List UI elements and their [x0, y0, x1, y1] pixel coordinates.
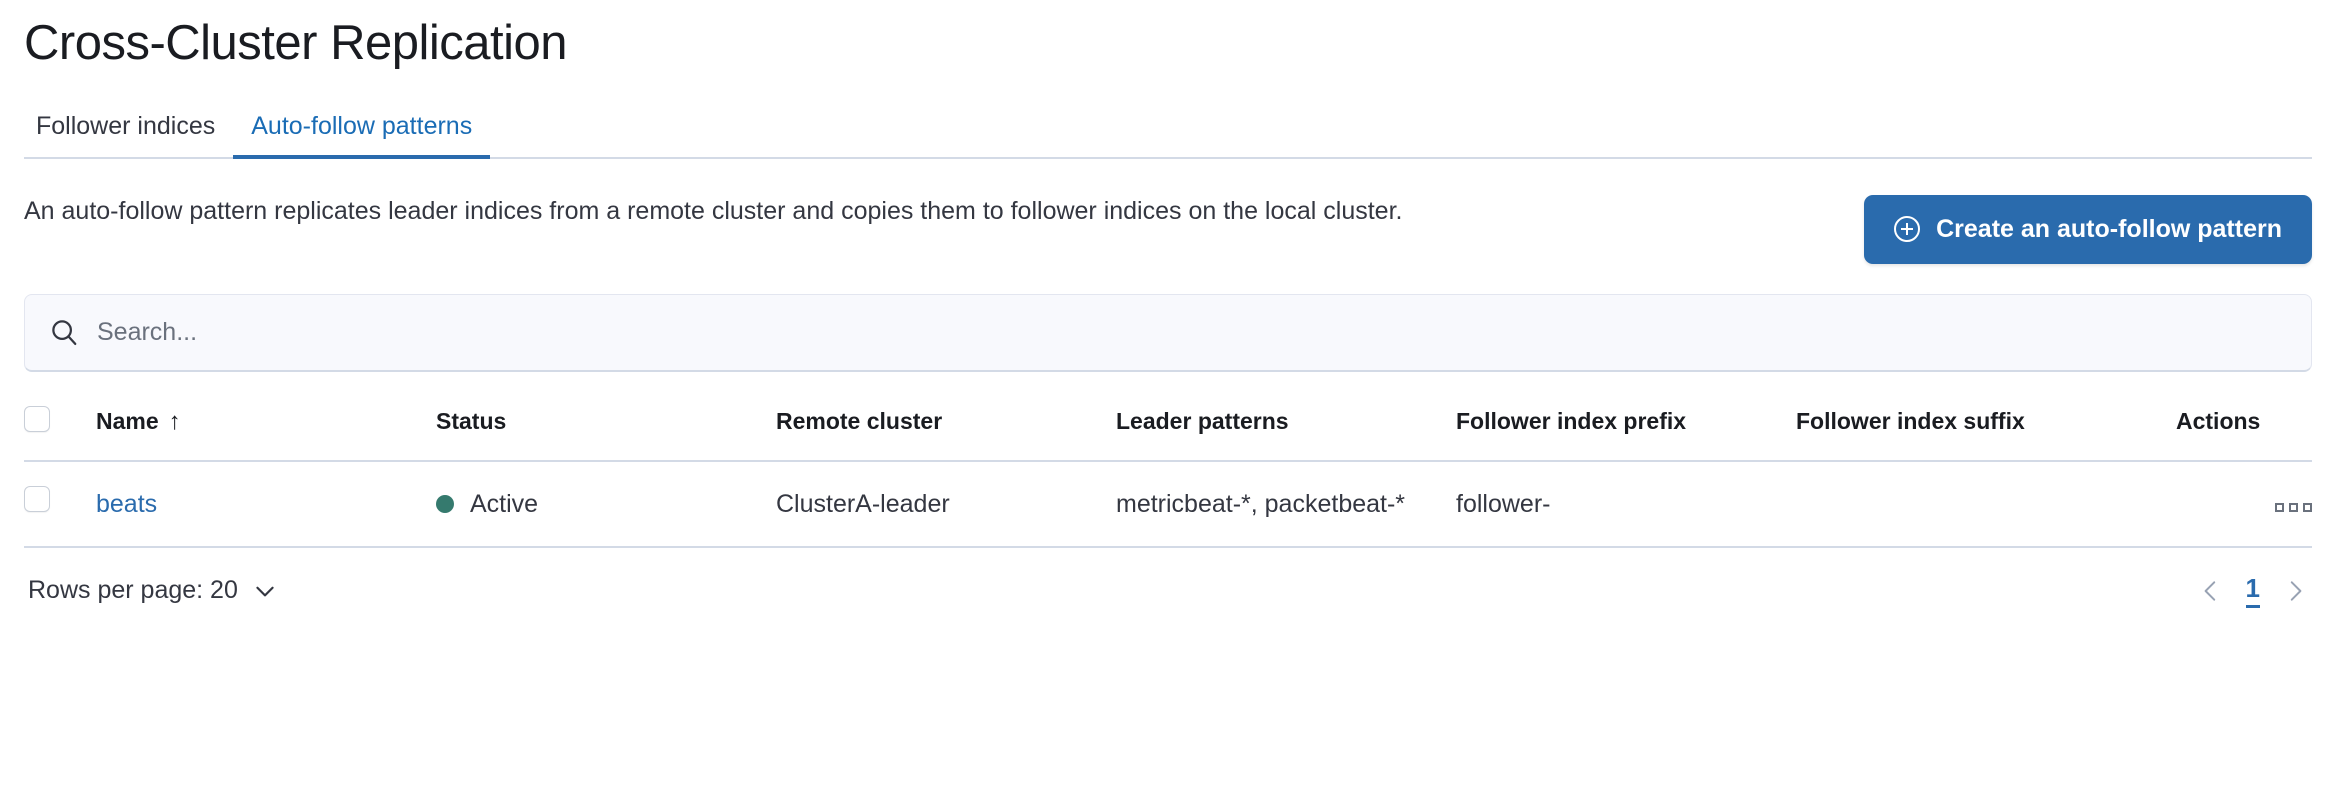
- header-actions: Actions: [2176, 393, 2312, 462]
- row-select-cell: [24, 460, 96, 549]
- tab-auto-follow-patterns[interactable]: Auto-follow patterns: [233, 112, 491, 159]
- page-title: Cross-Cluster Replication: [24, 16, 568, 70]
- row-actions-menu-icon[interactable]: [2275, 502, 2312, 512]
- page-number-1[interactable]: 1: [2245, 574, 2260, 608]
- header-select-all: [24, 393, 96, 462]
- pattern-name-link[interactable]: beats: [96, 489, 158, 518]
- cell-follower-index-suffix: [1796, 460, 2176, 549]
- create-auto-follow-pattern-button[interactable]: Create an auto-follow pattern: [1864, 194, 2312, 264]
- search-input[interactable]: [97, 294, 2287, 370]
- table-header-row: Name ↑ Status Remote cluster Leader patte…: [24, 393, 2312, 462]
- dot-3: [2303, 502, 2312, 512]
- header-name[interactable]: Name ↑: [96, 393, 436, 462]
- cell-actions: [2176, 460, 2312, 549]
- header-status[interactable]: Status: [436, 393, 776, 462]
- search-bar[interactable]: [24, 293, 2312, 372]
- chevron-down-icon: [256, 586, 274, 597]
- tab-follower-indices[interactable]: Follower indices: [36, 111, 216, 140]
- dot-2: [2289, 502, 2298, 512]
- dot-1: [2275, 502, 2284, 512]
- cell-remote-cluster: ClusterA-leader: [776, 460, 1116, 549]
- header-leader-patterns[interactable]: Leader patterns: [1116, 393, 1456, 462]
- table-head: Name ↑ Status Remote cluster Leader patte…: [24, 393, 2312, 462]
- header-remote-cluster[interactable]: Remote cluster: [776, 393, 1116, 462]
- intro-row: An auto-follow pattern replicates leader…: [24, 193, 2312, 264]
- plus-circle-icon: [1894, 216, 1921, 243]
- table-footer: Rows per page: 20 1: [24, 574, 2312, 608]
- header-follower-index-suffix[interactable]: Follower index suffix: [1796, 393, 2176, 462]
- next-page-icon[interactable]: [2282, 576, 2308, 606]
- header-name-label: Name: [96, 407, 159, 434]
- table-row: beats Active ClusterA-leader metricbeat-…: [24, 460, 2312, 549]
- status-dot-icon: [436, 494, 454, 513]
- pagination: 1: [2198, 574, 2308, 608]
- search-icon: [52, 320, 77, 346]
- status-badge: Active: [470, 489, 539, 518]
- create-button-label: Create an auto-follow pattern: [1936, 214, 2282, 243]
- auto-follow-patterns-table: Name ↑ Status Remote cluster Leader patte…: [24, 393, 2312, 549]
- row-checkbox[interactable]: [24, 485, 50, 512]
- previous-page-icon[interactable]: [2198, 576, 2224, 606]
- rows-per-page-selector[interactable]: Rows per page: 20: [28, 576, 278, 605]
- cell-leader-patterns: metricbeat-*, packetbeat-*: [1116, 460, 1456, 549]
- header-follower-index-prefix[interactable]: Follower index prefix: [1456, 393, 1796, 462]
- cell-status: Active: [436, 460, 776, 549]
- cell-name: beats: [96, 460, 436, 549]
- rows-per-page-label: Rows per page: 20: [28, 576, 238, 605]
- cell-follower-index-prefix: follower-: [1456, 460, 1796, 549]
- tab-bar: Follower indices Auto-follow patterns: [24, 95, 2312, 159]
- select-all-checkbox[interactable]: [24, 405, 50, 432]
- sort-ascending-icon: ↑: [168, 407, 181, 435]
- page-description: An auto-follow pattern replicates leader…: [24, 196, 1403, 225]
- table-body: beats Active ClusterA-leader metricbeat-…: [24, 460, 2312, 549]
